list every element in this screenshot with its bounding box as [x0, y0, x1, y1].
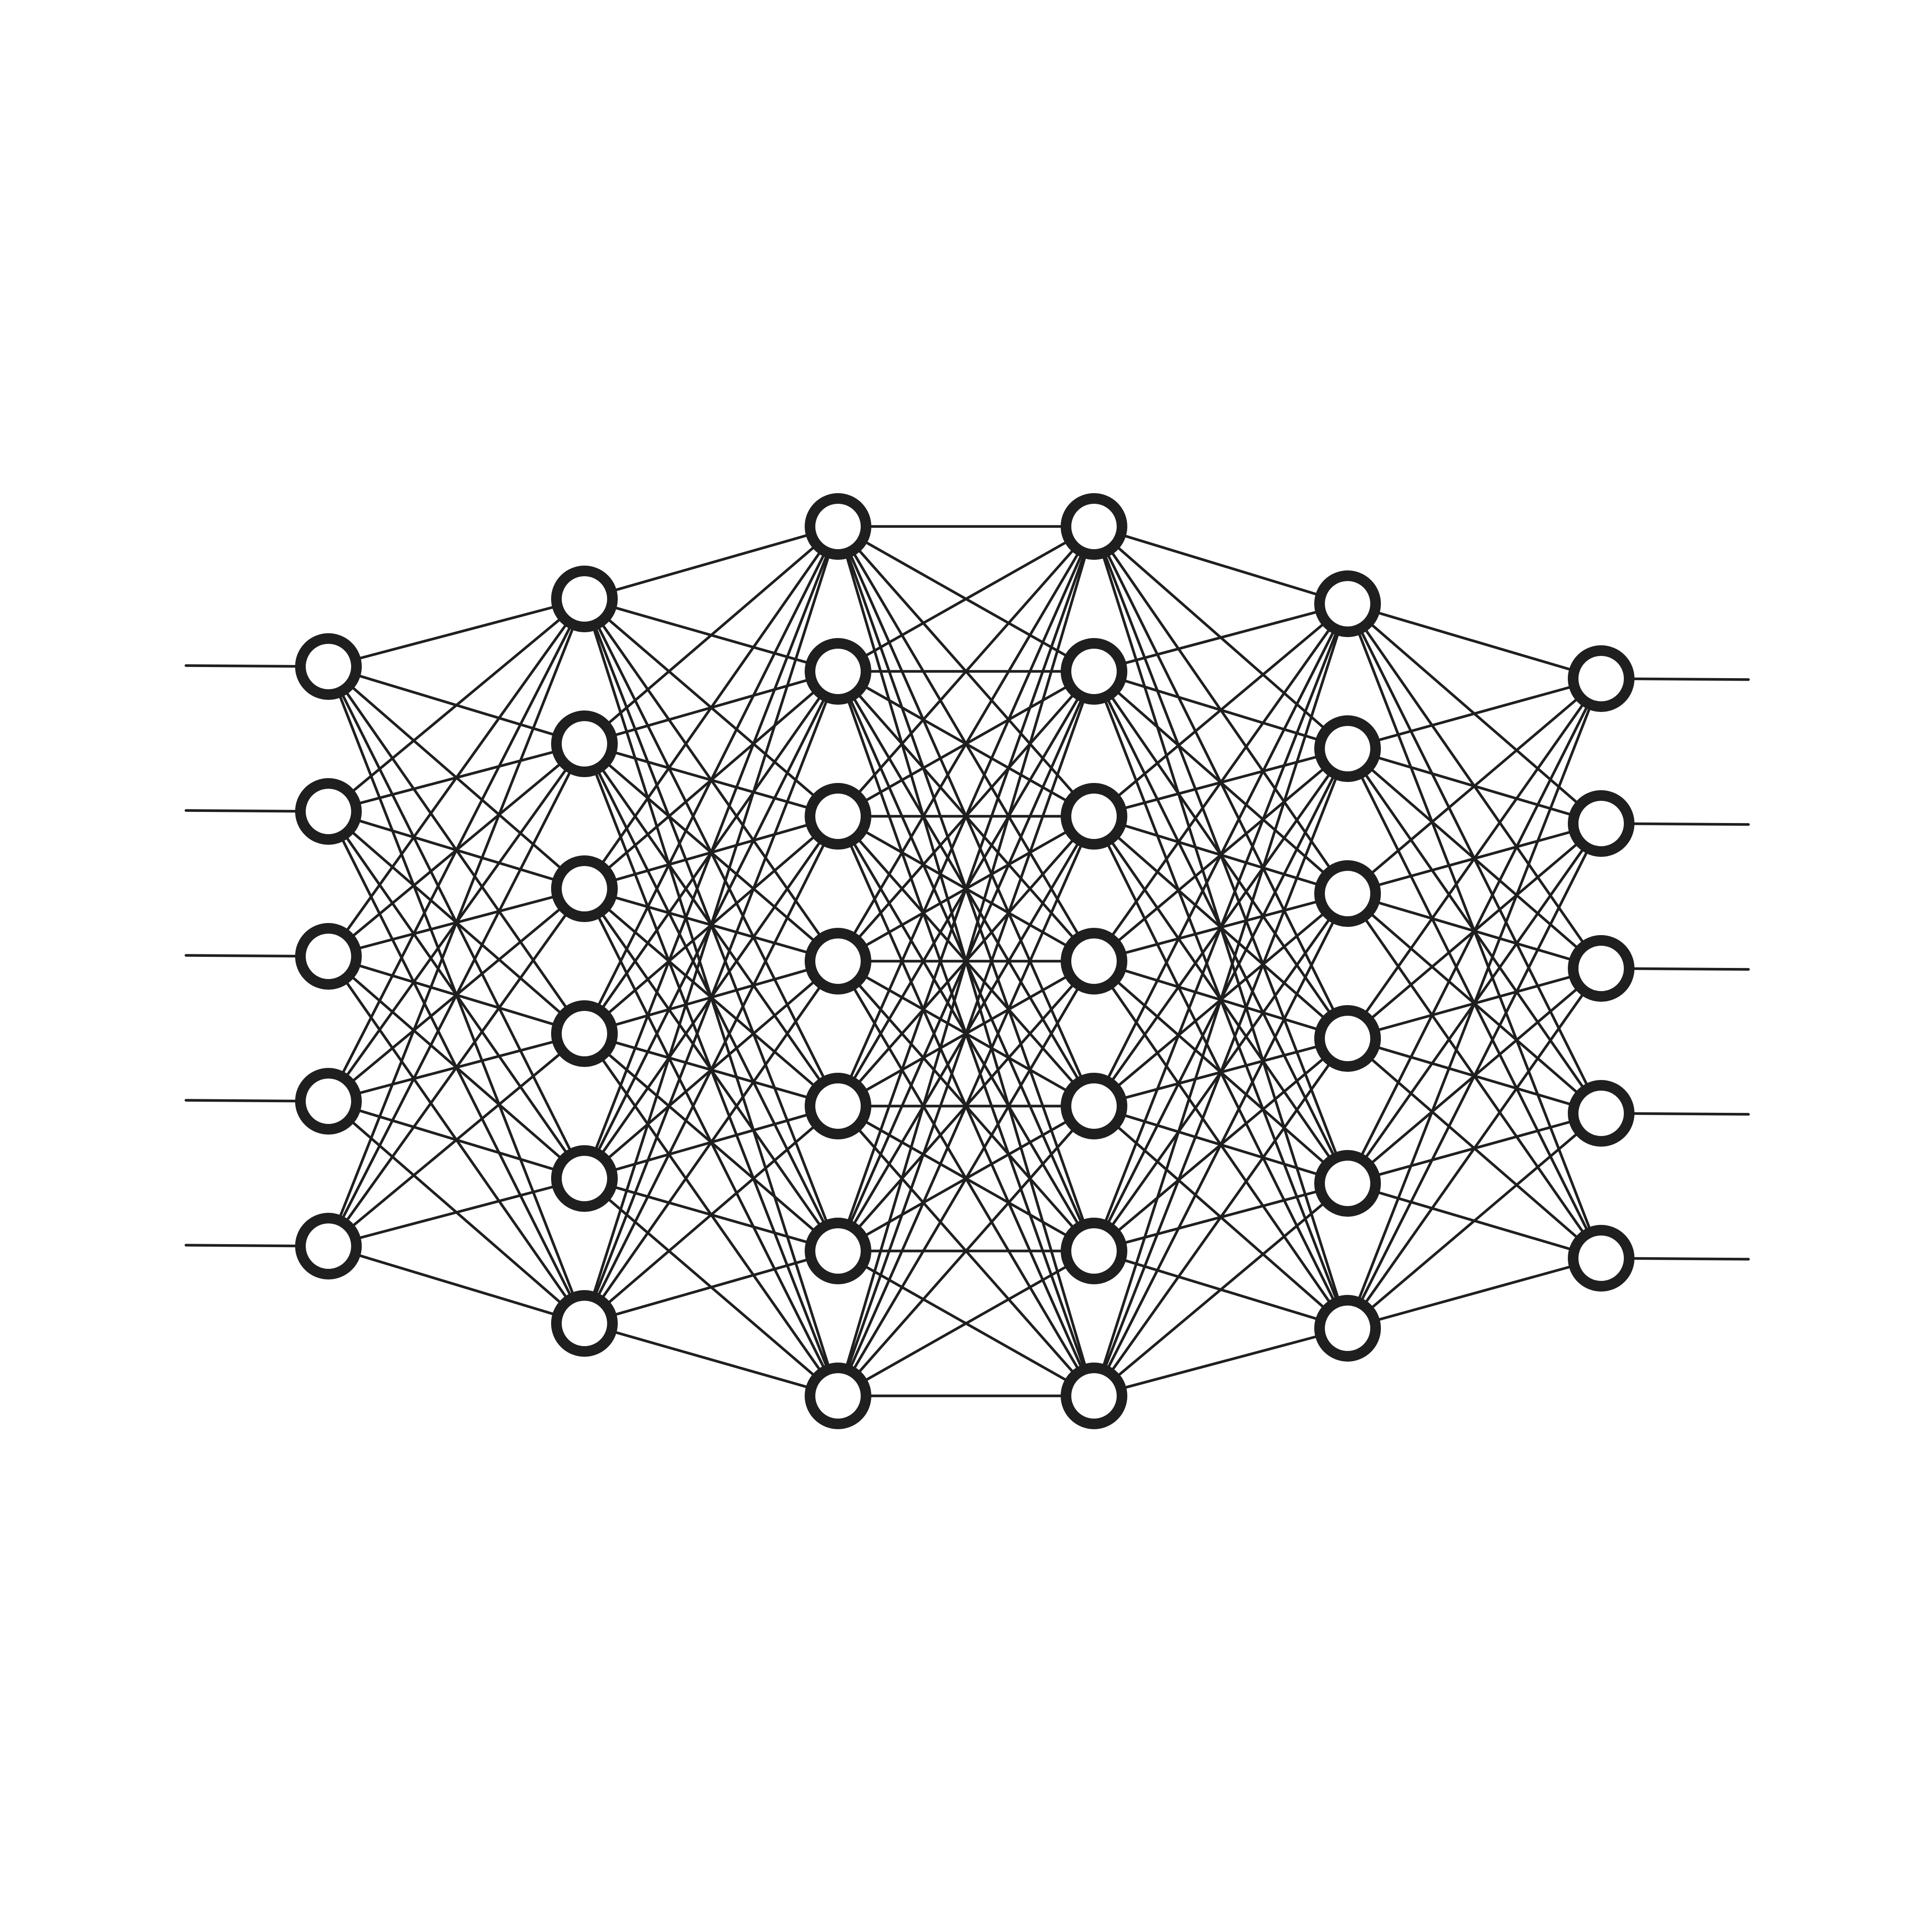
connection-l4n7-l5n3 [1093, 892, 1349, 1397]
hidden-neuron-layer3-4 [805, 928, 871, 994]
connection-l4n3-l5n1 [1093, 602, 1349, 818]
connection-l1n1-l2n1 [327, 597, 586, 668]
connection-l4n5-l5n1 [1093, 602, 1349, 1108]
connections [327, 525, 1603, 1397]
connection-l3n7-l4n2 [837, 670, 1095, 1397]
connection-l3n7-l4n6 [837, 1250, 1095, 1397]
connection-l3n7-l4n1 [837, 525, 1095, 1397]
hidden-neuron-layer4-4 [1061, 928, 1127, 994]
hidden-neuron-layer3-1 [805, 493, 871, 560]
input-neuron-layer1-3 [295, 923, 362, 990]
connection-l4n7-l5n2 [1093, 747, 1349, 1397]
output-neuron-layer6-2 [1568, 790, 1634, 857]
connection-l2n6-l3n4 [583, 960, 839, 1325]
connection-l3n7-l4n5 [837, 1105, 1095, 1397]
connection-l2n6-l3n2 [583, 670, 839, 1325]
output-neuron-layer6-5 [1568, 1225, 1634, 1292]
hidden-neuron-layer2-1 [551, 566, 618, 632]
connection-l4n7-l5n6 [1093, 1327, 1349, 1397]
connection-l1n5-l2n4 [327, 1032, 586, 1248]
connection-l1n5-l2n6 [327, 1245, 586, 1325]
hidden-neuron-layer4-3 [1061, 783, 1127, 850]
connection-l2n6-l3n1 [583, 525, 839, 1325]
connection-l2n1-l3n1 [583, 525, 839, 600]
connection-l4n7-l5n1 [1093, 602, 1349, 1397]
hidden-neuron-layer5-3 [1314, 860, 1381, 927]
connection-l1n3-l2n1 [327, 597, 586, 958]
connection-l2n6-l3n3 [583, 815, 839, 1325]
hidden-neuron-layer2-5 [551, 1145, 618, 1212]
connection-l2n6-l3n6 [583, 1250, 839, 1325]
hidden-neuron-layer2-4 [551, 1000, 618, 1067]
hidden-neuron-layer4-2 [1061, 638, 1127, 705]
connection-l5n4-l6n1 [1346, 677, 1603, 1040]
connection-l4n6-l5n1 [1093, 602, 1349, 1252]
hidden-neuron-layer3-2 [805, 638, 871, 705]
connection-l2n3-l3n1 [583, 525, 839, 890]
connection-l3n3-l4n1 [837, 525, 1095, 818]
hidden-neuron-layer3-6 [805, 1218, 871, 1284]
connection-l3n6-l4n1 [837, 525, 1095, 1252]
hidden-neuron-layer4-6 [1061, 1218, 1127, 1284]
connection-l5n3-l6n1 [1346, 677, 1603, 895]
input-neuron-layer1-2 [295, 778, 362, 845]
connection-l2n6-l3n5 [583, 1105, 839, 1325]
hidden-neuron-layer5-1 [1314, 570, 1381, 637]
hidden-neuron-layer3-7 [805, 1363, 871, 1429]
connection-l3n5-l4n1 [837, 525, 1095, 1108]
connection-l5n6-l6n4 [1346, 1112, 1603, 1330]
hidden-neuron-layer5-4 [1314, 1005, 1381, 1072]
connection-l1n5-l2n3 [327, 887, 586, 1248]
connection-l4n1-l5n1 [1093, 525, 1349, 605]
output-neuron-layer6-1 [1568, 645, 1634, 712]
connection-l1n2-l2n1 [327, 597, 586, 813]
input-neuron-layer1-4 [295, 1068, 362, 1135]
hidden-neuron-layer3-5 [805, 1073, 871, 1139]
connection-l2n6-l3n7 [583, 1322, 839, 1397]
connection-l1n5-l2n5 [327, 1177, 586, 1248]
hidden-neuron-layer2-3 [551, 855, 618, 922]
connection-l5n5-l6n1 [1346, 677, 1603, 1185]
output-neuron-layer6-4 [1568, 1080, 1634, 1147]
connection-l2n2-l3n1 [583, 525, 839, 745]
connection-l3n2-l4n1 [837, 525, 1095, 673]
connection-l1n5-l2n2 [327, 742, 586, 1248]
connection-l5n1-l6n1 [1346, 602, 1603, 680]
hidden-neuron-layer2-2 [551, 710, 618, 777]
connection-l1n4-l2n1 [327, 597, 586, 1103]
connection-l3n7-l4n4 [837, 960, 1095, 1397]
connection-l5n6-l6n2 [1346, 822, 1603, 1330]
connection-l1n5-l2n1 [327, 597, 586, 1248]
hidden-neuron-layer5-6 [1314, 1295, 1381, 1362]
connection-l3n4-l4n1 [837, 525, 1095, 963]
connection-l4n2-l5n1 [1093, 602, 1349, 673]
hidden-neuron-layer4-7 [1061, 1363, 1127, 1429]
hidden-neuron-layer3-3 [805, 783, 871, 850]
connection-l2n4-l3n1 [583, 525, 839, 1035]
connection-l4n4-l5n1 [1093, 602, 1349, 963]
connection-l5n6-l6n3 [1346, 967, 1603, 1330]
output-neuron-layer6-3 [1568, 935, 1634, 1002]
input-neuron-layer1-1 [295, 633, 362, 700]
neurons [295, 493, 1634, 1429]
connection-l4n7-l5n4 [1093, 1037, 1349, 1397]
input-neuron-layer1-5 [295, 1213, 362, 1279]
connection-l3n7-l4n3 [837, 815, 1095, 1397]
hidden-neuron-layer5-5 [1314, 1150, 1381, 1217]
connection-l2n5-l3n1 [583, 525, 839, 1180]
hidden-neuron-layer2-6 [551, 1290, 618, 1357]
connection-l4n7-l5n5 [1093, 1182, 1349, 1397]
hidden-neuron-layer5-2 [1314, 715, 1381, 782]
connection-l5n2-l6n1 [1346, 677, 1603, 750]
hidden-neuron-layer4-1 [1061, 493, 1127, 560]
connection-l5n6-l6n5 [1346, 1257, 1603, 1330]
connection-l5n6-l6n1 [1346, 677, 1603, 1330]
hidden-neuron-layer4-5 [1061, 1073, 1127, 1139]
